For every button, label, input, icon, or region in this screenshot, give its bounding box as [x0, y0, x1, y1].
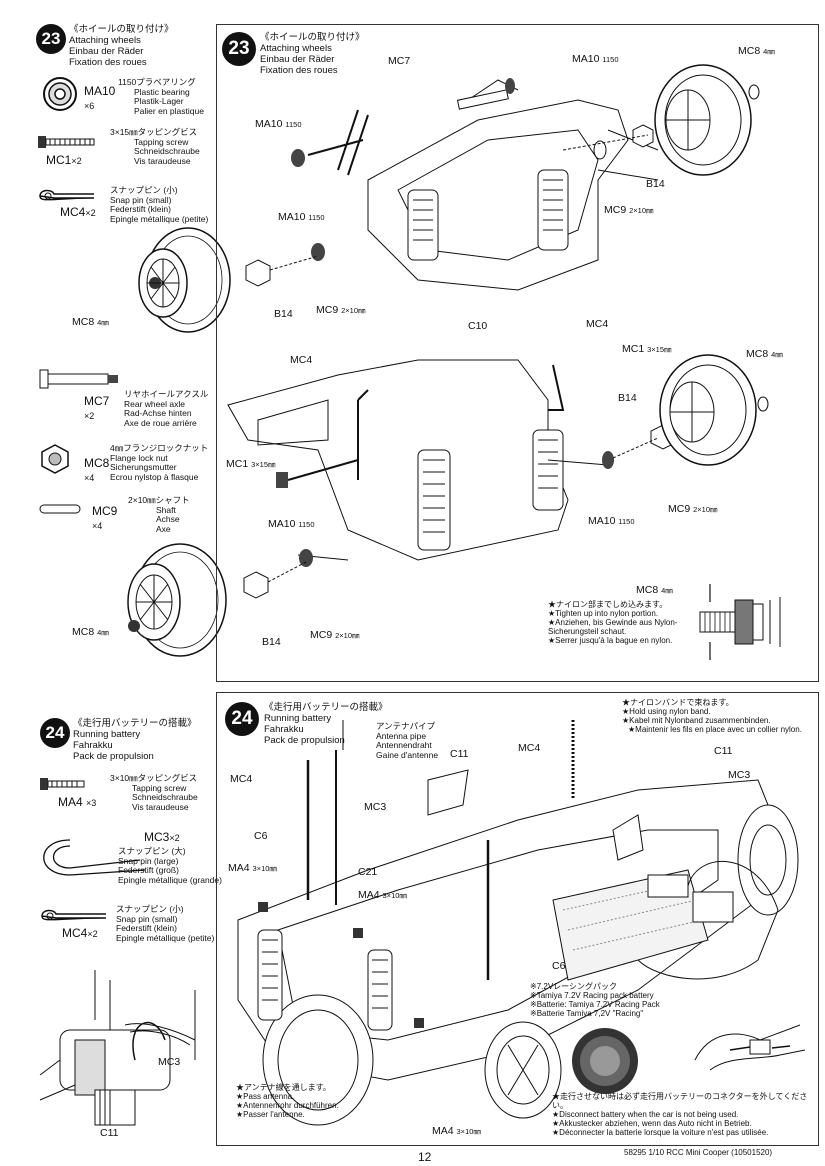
title-en: Attaching wheels — [69, 35, 141, 46]
label-mc7: MC7 — [388, 55, 411, 67]
step-24-frame — [216, 692, 819, 1146]
title-fr: Fixation des roues — [69, 57, 147, 68]
label-ma4: MA4 3×10㎜ — [432, 1125, 481, 1137]
screw-icon — [38, 136, 95, 148]
part-mc9: MC9×4 — [92, 504, 118, 531]
rear-suspension-diagram — [245, 64, 760, 291]
label-c11: C11 — [100, 1127, 119, 1139]
label-c21: C21 — [358, 866, 378, 878]
step-23-number: 23 — [222, 32, 256, 66]
antenna-pass-note: ★アンテナ線を通します。★Pass antenna.★Antennenrohr … — [236, 1083, 339, 1119]
front-suspension-diagram — [227, 354, 769, 599]
label-b14: B14 — [262, 636, 281, 648]
label-mc9: MC9 2×10㎜ — [604, 204, 654, 216]
nylon-note: ★ナイロン部までしめ込みます。★Tighten up into nylon po… — [548, 600, 678, 645]
label-mc8: MC8 4㎜ — [738, 45, 775, 57]
battery-install-diagram — [237, 720, 799, 1126]
label-mc9: MC9 2×10㎜ — [310, 629, 360, 641]
label-ma10: MA10 1150 — [255, 118, 302, 130]
title-de: Einbau der Räder — [69, 46, 144, 57]
label-mc9: MC9 2×10㎜ — [316, 304, 366, 316]
part-mc8: MC8×4 — [84, 456, 110, 483]
label-c6: C6 — [552, 960, 566, 972]
label-mc3: MC3 — [158, 1056, 181, 1068]
step-23-frame — [216, 24, 819, 682]
nut-detail-diagram — [699, 584, 781, 660]
label-c11: C11 — [714, 745, 733, 757]
part-mc3: MC3×2 — [144, 830, 180, 844]
bearing-icon — [43, 77, 77, 111]
wheel-icon — [138, 227, 231, 333]
label-mc8: MC8 4㎜ — [72, 626, 109, 638]
part-mc4: MC4×2 — [60, 205, 96, 219]
label-mc1: MC1 3×15㎜ — [226, 458, 276, 470]
hand-disconnect-icon — [694, 1024, 806, 1071]
label-mc9: MC9 2×10㎜ — [668, 503, 718, 515]
label-c11: C11 — [450, 748, 469, 760]
label-mc3: MC3 — [728, 769, 751, 781]
label-mc3: MC3 — [364, 801, 387, 813]
shaft-icon — [39, 504, 81, 514]
label-b14: B14 — [646, 178, 665, 190]
label-ma4: MA4 3×10㎜ — [228, 862, 277, 874]
nylon-band-note: ★ナイロンバンドで束ねます。★Hold using nylon band.★Ka… — [622, 698, 802, 734]
label-mc8: MC8 4㎜ — [636, 584, 673, 596]
battery-clip-detail-diagram — [39, 970, 196, 1126]
screw-icon — [40, 778, 85, 790]
battery-seal-icon — [572, 1028, 638, 1094]
axle-icon — [39, 369, 118, 389]
part-mc1: MC1×2 — [46, 153, 82, 167]
label-mc8: MC8 4㎜ — [746, 348, 783, 360]
step-24-number: 24 — [40, 718, 70, 748]
label-b14: B14 — [274, 308, 293, 320]
snap-pin-small-icon — [41, 909, 107, 921]
label-b14: B14 — [618, 392, 637, 404]
part-ma10: MA10×6 — [84, 84, 116, 111]
part-mc4: MC4×2 — [62, 926, 98, 940]
label-mc4: MC4 — [518, 742, 541, 754]
step-23-number: 23 — [36, 24, 66, 54]
label-ma10: MA10 1150 — [572, 53, 619, 65]
disconnect-note: ★走行させない時は必ず走行用バッテリーのコネクターを外してください。★Disco… — [552, 1092, 808, 1137]
step-23-title: 《ホイールの取り付け》 Attaching wheels Einbau der … — [69, 24, 174, 68]
label-ma10: MA10 1150 — [268, 518, 315, 530]
part-mc7: MC7×2 — [84, 394, 110, 421]
label-ma10: MA10 1150 — [278, 211, 325, 223]
label-mc4: MC4 — [290, 354, 313, 366]
wheel-icon — [127, 543, 227, 657]
lock-nut-icon — [41, 444, 69, 474]
part-ma4: MA4 ×3 — [58, 795, 97, 809]
part-mc4-desc: スナップピン (小)Snap pin (small)Federstift (kl… — [110, 185, 209, 224]
label-c6: C6 — [254, 830, 268, 842]
label-c10: C10 — [468, 320, 488, 332]
label-mc4: MC4 — [230, 773, 253, 785]
product-code: 58295 1/10 RCC Mini Cooper (10501520) — [624, 1148, 773, 1157]
title-jp: 《ホイールの取り付け》 — [69, 24, 174, 35]
label-mc1: MC1 3×15㎜ — [622, 343, 672, 355]
label-ma10: MA10 1150 — [588, 515, 635, 527]
snap-pin-small-icon — [39, 189, 95, 201]
label-mc4: MC4 — [586, 318, 609, 330]
label-mc8: MC8 4㎜ — [72, 316, 109, 328]
label-ma4: MA4 3×10㎜ — [358, 889, 407, 901]
part-mc4-desc: スナップピン (小)Snap pin (small)Federstift (kl… — [116, 904, 215, 943]
step-24-number: 24 — [225, 702, 259, 736]
battery-note: ※7.2Vレーシングパック※Tamiya 7.2V Racing pack ba… — [530, 982, 660, 1018]
part-mc3-desc: スナップピン (大)Snap pin (large)Federstift (gr… — [118, 846, 222, 885]
snap-pin-large-icon — [43, 839, 146, 876]
page-number: 12 — [418, 1150, 432, 1164]
